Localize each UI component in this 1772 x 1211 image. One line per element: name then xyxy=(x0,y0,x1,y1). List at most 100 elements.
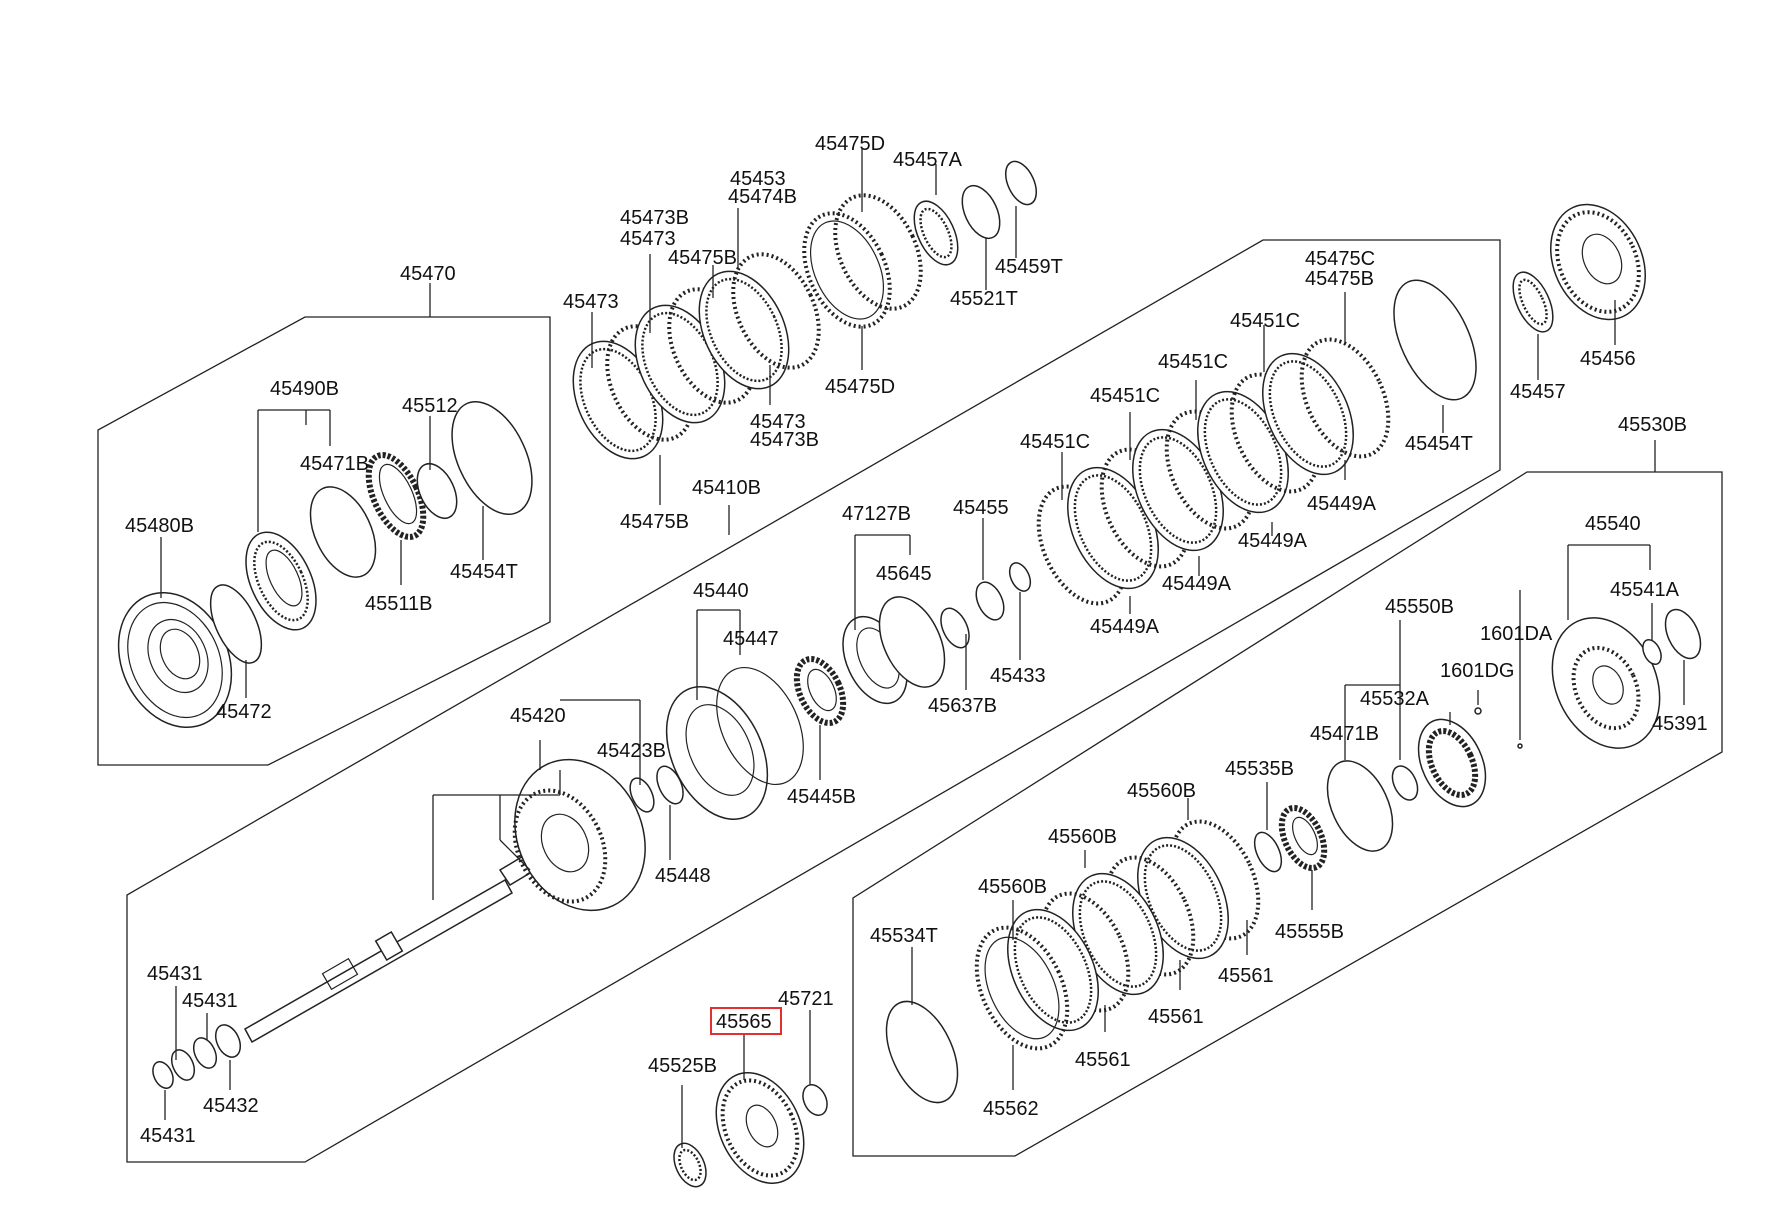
part-45512 xyxy=(416,463,458,519)
label-45512: 45512 xyxy=(402,395,458,417)
part-45459t xyxy=(1004,160,1038,206)
group-box-45410b xyxy=(126,239,1501,1163)
label-45540: 45540 xyxy=(1585,513,1641,535)
label-45560b-c: 45560B xyxy=(978,876,1047,898)
label-45473b-bottom: 45473B xyxy=(750,429,819,451)
label-45560b-b: 45560B xyxy=(1048,826,1117,848)
label-47127b: 47127B xyxy=(842,503,911,525)
label-45420: 45420 xyxy=(510,705,566,727)
label-45454t-right: 45454T xyxy=(1405,433,1473,455)
part-45645 xyxy=(878,596,946,688)
label-45645: 45645 xyxy=(876,563,932,585)
label-45511b: 45511B xyxy=(365,593,432,615)
group-box-45530b xyxy=(852,471,1723,1157)
part-45471b-lower xyxy=(1391,765,1419,801)
part-45721 xyxy=(802,1084,828,1116)
label-45433: 45433 xyxy=(990,665,1046,687)
label-45541a: 45541A xyxy=(1610,579,1680,601)
part-45532a xyxy=(1417,718,1487,808)
label-45431-top: 45431 xyxy=(147,963,203,985)
label-45534t: 45534T xyxy=(870,925,938,947)
label-45474b: 45474B xyxy=(728,186,797,208)
label-45475b-top: 45475B xyxy=(668,247,737,269)
label-45451c-a: 45451C xyxy=(1230,310,1300,332)
label-45475d-top: 45475D xyxy=(815,133,885,155)
part-45420 xyxy=(512,758,646,912)
label-45473-c: 45473 xyxy=(750,411,806,433)
label-45490b: 45490B xyxy=(270,378,339,400)
label-45475b-right: 45475B xyxy=(1305,268,1374,290)
label-45532a: 45532A xyxy=(1360,688,1430,710)
part-45423b xyxy=(629,777,655,813)
label-45472: 45472 xyxy=(216,701,272,723)
part-45540 xyxy=(1551,617,1661,749)
part-45431-a xyxy=(152,1061,174,1089)
group-box-45470 xyxy=(97,316,551,766)
part-45455 xyxy=(975,581,1005,621)
part-45457a xyxy=(913,200,959,266)
part-45431-c xyxy=(192,1037,218,1069)
label-45448: 45448 xyxy=(655,865,711,887)
part-1601dg xyxy=(1474,707,1482,715)
label-45637b: 45637B xyxy=(928,695,997,717)
label-45449a-a: 45449A xyxy=(1307,493,1377,515)
label-45530b: 45530B xyxy=(1618,414,1687,436)
part-45454t-left xyxy=(451,401,533,515)
label-45471b: 45471B xyxy=(300,453,369,475)
label-45550b: 45550B xyxy=(1385,596,1454,618)
part-45432 xyxy=(214,1024,242,1058)
part-45550b xyxy=(1326,760,1394,852)
part-45445b xyxy=(793,656,847,726)
label-45555b: 45555B xyxy=(1275,921,1344,943)
part-45454t-right xyxy=(1393,279,1477,401)
label-45459t: 45459T xyxy=(995,256,1063,278)
label-45473-b: 45473 xyxy=(620,228,676,250)
part-45420-shaft xyxy=(243,853,537,1044)
clutch-pack-45449a xyxy=(1036,337,1391,606)
label-45453: 45453 xyxy=(730,168,786,190)
label-45535b: 45535B xyxy=(1225,758,1294,780)
label-45440: 45440 xyxy=(693,580,749,602)
label-45391: 45391 xyxy=(1652,713,1708,735)
label-45451c-d: 45451C xyxy=(1020,431,1090,453)
label-45521t: 45521T xyxy=(950,288,1018,310)
part-45433 xyxy=(1008,562,1032,592)
label-45561-c: 45561 xyxy=(1075,1049,1131,1071)
label-45423b: 45423B xyxy=(597,740,666,762)
label-45475c: 45475C xyxy=(1305,248,1375,270)
label-45449a-b: 45449A xyxy=(1238,530,1308,552)
part-45490b xyxy=(245,531,317,631)
part-45555b xyxy=(1278,805,1328,871)
label-45449a-d: 45449A xyxy=(1090,616,1160,638)
label-45455: 45455 xyxy=(953,497,1009,519)
label-45561-b: 45561 xyxy=(1148,1006,1204,1028)
part-45472 xyxy=(209,584,263,664)
label-45475d-bottom: 45475D xyxy=(825,376,895,398)
label-45445b: 45445B xyxy=(787,786,856,808)
part-45440 xyxy=(665,686,769,820)
part-45637b xyxy=(940,607,970,649)
label-45447: 45447 xyxy=(723,628,779,650)
part-45521t xyxy=(961,184,1001,240)
label-45473b-top: 45473B xyxy=(620,207,689,229)
label-45431-bottom: 45431 xyxy=(140,1125,196,1147)
label-45721: 45721 xyxy=(778,988,834,1010)
part-45456 xyxy=(1549,203,1647,321)
label-45410b: 45410B xyxy=(692,477,761,499)
label-1601da: 1601DA xyxy=(1480,623,1553,645)
label-45525b: 45525B xyxy=(648,1055,717,1077)
label-45475b-bottom: 45475B xyxy=(620,511,689,533)
label-45565: 45565 xyxy=(716,1011,772,1033)
label-45470: 45470 xyxy=(400,263,456,285)
part-45535b xyxy=(1253,831,1283,873)
part-45447 xyxy=(716,666,804,786)
part-45480b xyxy=(117,591,233,729)
label-45449a-c: 45449A xyxy=(1162,573,1232,595)
label-45431-mid: 45431 xyxy=(182,990,238,1012)
label-45562: 45562 xyxy=(983,1098,1039,1120)
part-45457 xyxy=(1512,271,1554,333)
part-45471b xyxy=(309,486,377,578)
label-45432: 45432 xyxy=(203,1095,259,1117)
part-45565 xyxy=(715,1072,805,1184)
